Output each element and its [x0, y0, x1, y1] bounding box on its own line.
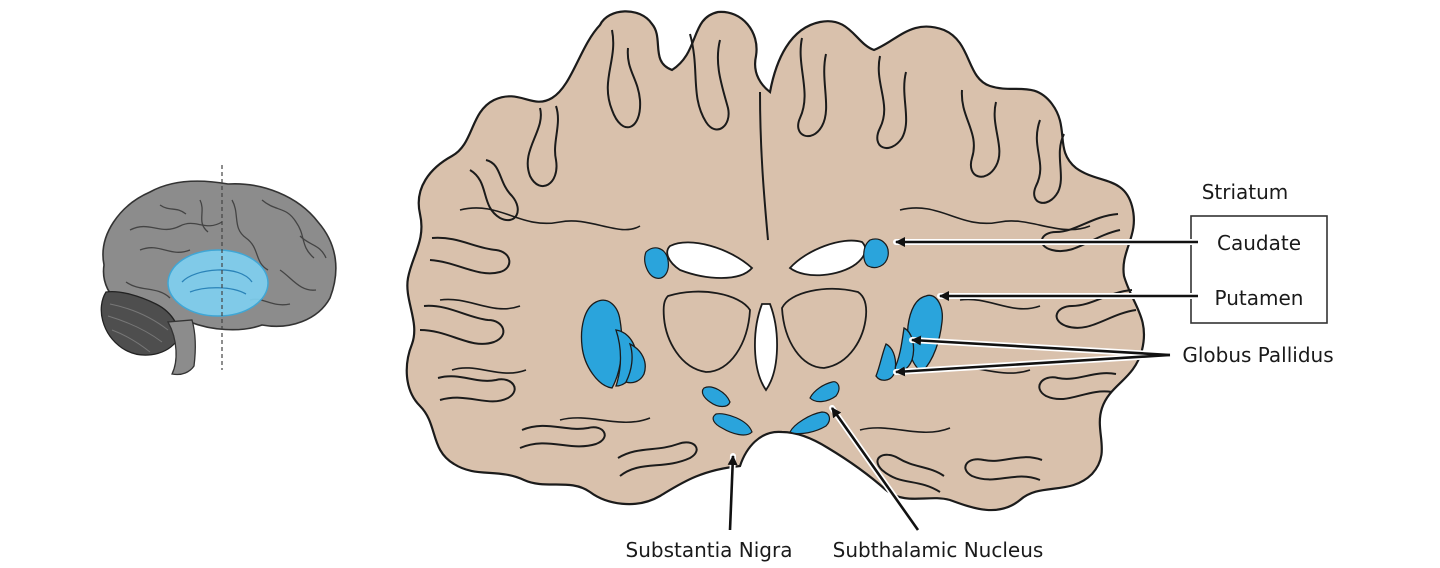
brain-tissue: [405, 10, 1146, 512]
globus-pallidus-arrow-upper: [911, 335, 1171, 357]
coronal-section: [405, 10, 1146, 512]
nucleus-contour: [181, 269, 253, 295]
globus-pallidus-left-internal: [625, 342, 646, 384]
third-ventricle: [754, 303, 778, 392]
striatum-box: [1190, 215, 1328, 324]
substantia-nigra-label: Substantia Nigra: [626, 538, 793, 562]
globus-pallidus-right-internal: [875, 343, 897, 381]
gyri-pattern: [125, 199, 327, 306]
subthalamic-nucleus-left: [701, 386, 731, 408]
substantia-nigra-arrow: [727, 455, 738, 531]
brainstem: [166, 319, 196, 376]
gray-matter-inner-right: [859, 207, 1091, 434]
caudate-right: [863, 238, 889, 269]
putamen-left: [580, 299, 623, 389]
cerebellum-folia: [107, 303, 169, 353]
basal-ganglia-highlight: [167, 249, 269, 317]
substantia-nigra-right: [789, 411, 831, 435]
gray-matter-inner-left: [439, 207, 651, 424]
caudate-label: Caudate: [1217, 231, 1301, 255]
striatum-label: Striatum: [1202, 180, 1289, 204]
sulci: [419, 29, 1137, 493]
substantia-nigra-left: [712, 413, 753, 436]
caudate-left: [644, 247, 669, 279]
thalamus-right: [781, 288, 868, 369]
lateral-brain-thumbnail: [100, 165, 337, 376]
subthalamic-nucleus-right: [809, 381, 840, 403]
lateral-ventricle-left: [666, 241, 754, 279]
globus-pallidus-label: Globus Pallidus: [1182, 343, 1333, 367]
subthalamic-nucleus-arrow: [830, 407, 920, 531]
pointer-arrows: [727, 237, 1201, 533]
globus-pallidus-arrow-lower: [895, 353, 1171, 377]
subthalamic-nucleus-label: Subthalamic Nucleus: [833, 538, 1044, 562]
thalamus-left: [662, 290, 751, 373]
putamen-label: Putamen: [1215, 286, 1304, 310]
